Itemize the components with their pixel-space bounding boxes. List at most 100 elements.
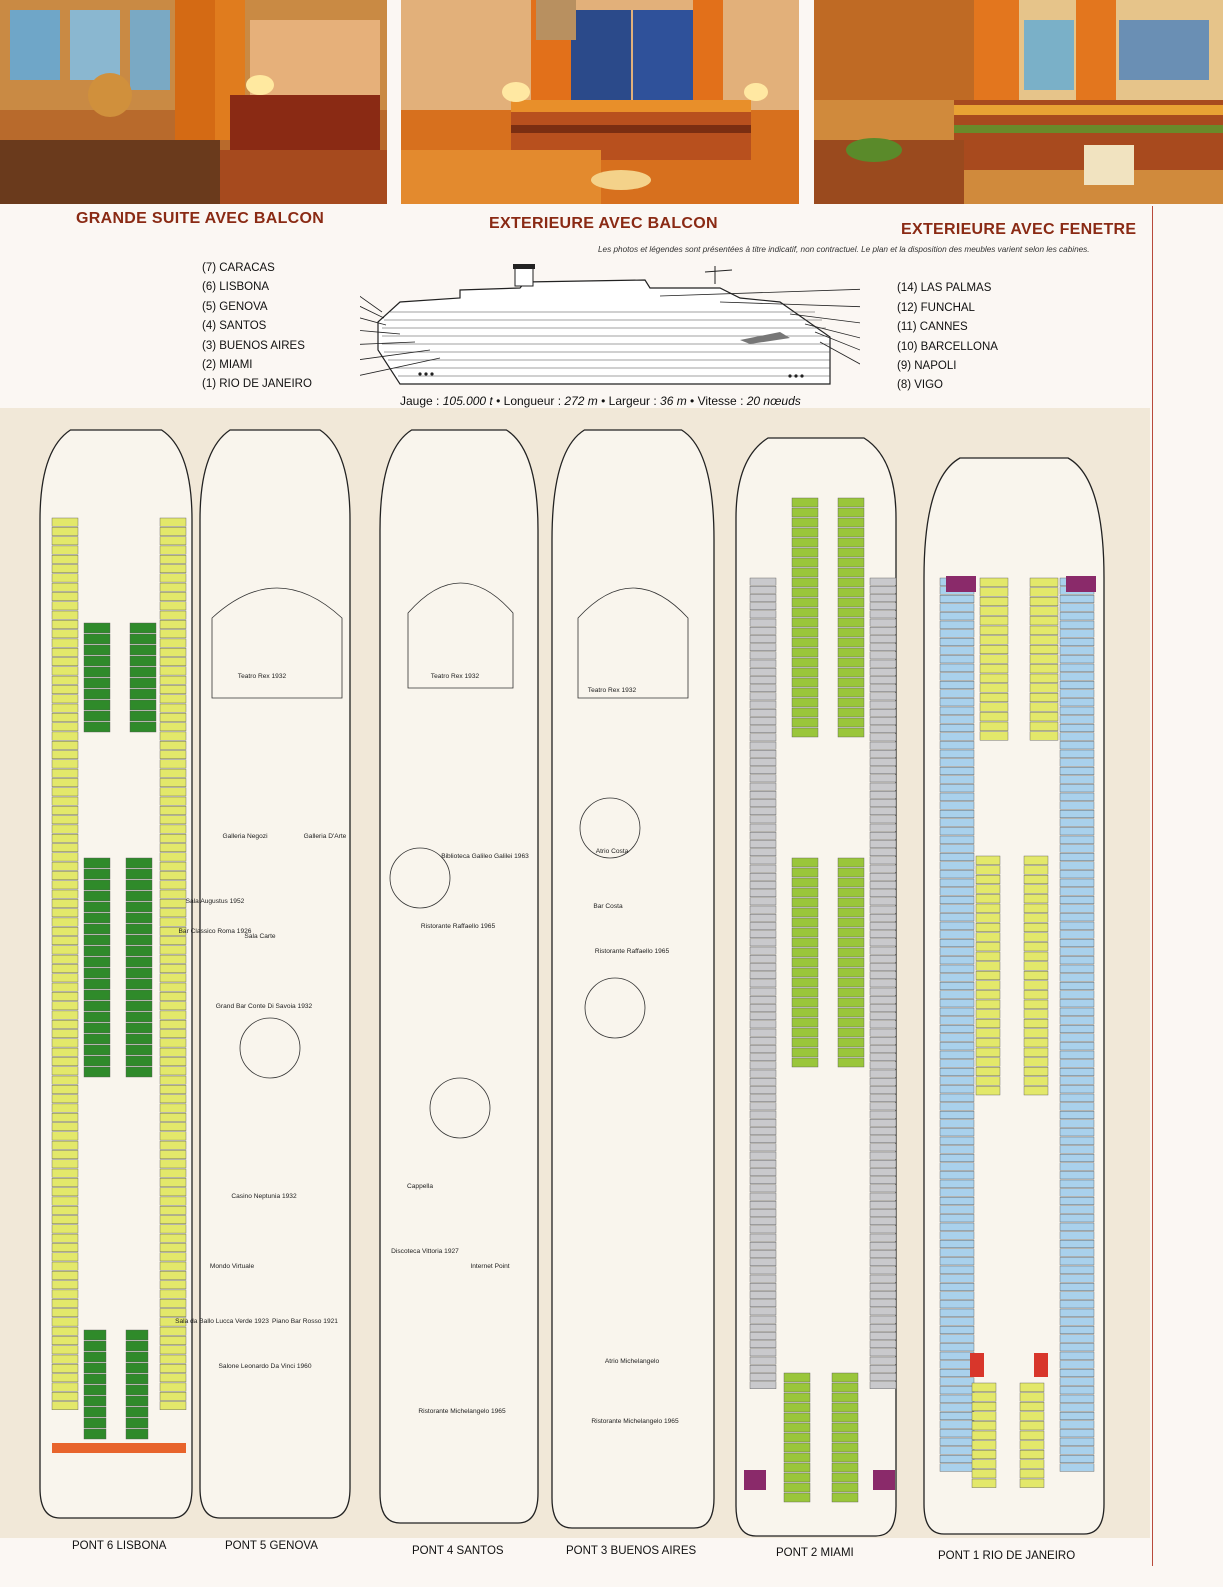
cabin <box>939 1162 975 1171</box>
cabin <box>869 725 897 734</box>
cabin <box>51 1047 79 1057</box>
cabin <box>749 979 777 988</box>
cabin <box>975 1076 1001 1086</box>
cabin <box>1029 702 1059 712</box>
cabin <box>159 787 187 797</box>
cabin <box>749 782 777 791</box>
cabin <box>159 601 187 611</box>
cabin <box>869 848 897 857</box>
cabin <box>939 1446 975 1455</box>
cabin <box>939 1283 975 1292</box>
cabin <box>939 1102 975 1111</box>
cabin <box>869 1217 897 1225</box>
cabin <box>83 890 111 902</box>
cabin <box>837 587 865 598</box>
cabin <box>159 1261 187 1271</box>
cabin <box>83 666 111 678</box>
cabin <box>939 1007 975 1016</box>
cabin <box>939 646 975 655</box>
cabin <box>1059 1068 1095 1077</box>
cabin <box>159 1038 187 1048</box>
cabin <box>837 547 865 558</box>
cabin <box>971 1469 997 1479</box>
cabin <box>1066 576 1096 592</box>
cabin <box>939 1386 975 1395</box>
cabin <box>51 861 79 871</box>
cabin <box>51 1401 79 1411</box>
cabin <box>51 629 79 639</box>
cabin <box>1059 637 1095 646</box>
cabin <box>51 601 79 611</box>
cabin <box>1023 1086 1049 1096</box>
cabin <box>975 855 1001 865</box>
cabin <box>869 996 897 1004</box>
cabin <box>939 1412 975 1421</box>
cabin <box>125 890 153 902</box>
cabin <box>1029 673 1059 683</box>
cabin <box>831 1492 859 1503</box>
cabin <box>837 577 865 588</box>
cabin <box>791 947 819 958</box>
cabin <box>939 1111 975 1120</box>
cabin <box>749 692 777 701</box>
cabin <box>159 973 187 983</box>
cabin <box>749 996 777 1004</box>
cabin <box>975 903 1001 913</box>
cabin <box>51 1382 79 1392</box>
cabin <box>975 875 1001 885</box>
cabin <box>1059 982 1095 991</box>
cabin <box>749 1045 777 1053</box>
cabin <box>159 1354 187 1364</box>
cabin <box>159 1326 187 1336</box>
cabin <box>159 1103 187 1113</box>
cabin <box>749 1110 777 1119</box>
cabin <box>791 1047 819 1058</box>
cabin <box>1023 1076 1049 1086</box>
cabin <box>83 721 111 733</box>
cabin <box>791 1007 819 1018</box>
ship-deck-label: (9) NAPOLI <box>897 360 957 372</box>
cabin <box>1059 1308 1095 1317</box>
cabin <box>1059 1059 1095 1068</box>
ship-deck-label: (5) GENOVA <box>202 301 268 313</box>
cabin <box>749 823 777 832</box>
cabin <box>837 927 865 938</box>
cabin <box>83 1362 107 1374</box>
cabin <box>1023 884 1049 894</box>
cabin <box>1029 654 1059 664</box>
cabin <box>939 1093 975 1102</box>
cabin <box>159 1224 187 1234</box>
cabin <box>749 1332 777 1340</box>
cabin <box>1029 635 1059 645</box>
cabin <box>1059 1102 1095 1111</box>
cabin <box>971 1411 997 1421</box>
cabin <box>791 607 819 618</box>
cabin <box>939 689 975 698</box>
cabin <box>1059 1154 1095 1163</box>
cabin <box>783 1492 811 1503</box>
cabin <box>1059 1128 1095 1137</box>
cabin <box>1029 577 1059 587</box>
cabin <box>837 867 865 878</box>
cabin <box>939 724 975 733</box>
cabin <box>125 1000 153 1012</box>
cabin <box>749 758 777 766</box>
cabin <box>125 945 153 957</box>
cabin <box>1023 865 1049 875</box>
cabin <box>159 713 187 722</box>
photo-grande-suite <box>0 0 387 204</box>
cabin <box>939 1222 975 1231</box>
cabin <box>837 637 865 648</box>
cabin <box>129 622 157 634</box>
cabin <box>159 917 187 927</box>
cabin <box>159 1243 187 1252</box>
cabin <box>939 732 975 741</box>
disclaimer: Les photos et légendes sont présentées à… <box>598 245 1090 254</box>
cabin <box>159 908 187 918</box>
cabin <box>939 715 975 724</box>
cabin <box>83 622 111 634</box>
venue-label: Discoteca Vittoria 1927 <box>391 1248 459 1255</box>
cabin <box>939 1145 975 1154</box>
cabin <box>1059 818 1095 827</box>
cabin <box>975 1047 1001 1057</box>
